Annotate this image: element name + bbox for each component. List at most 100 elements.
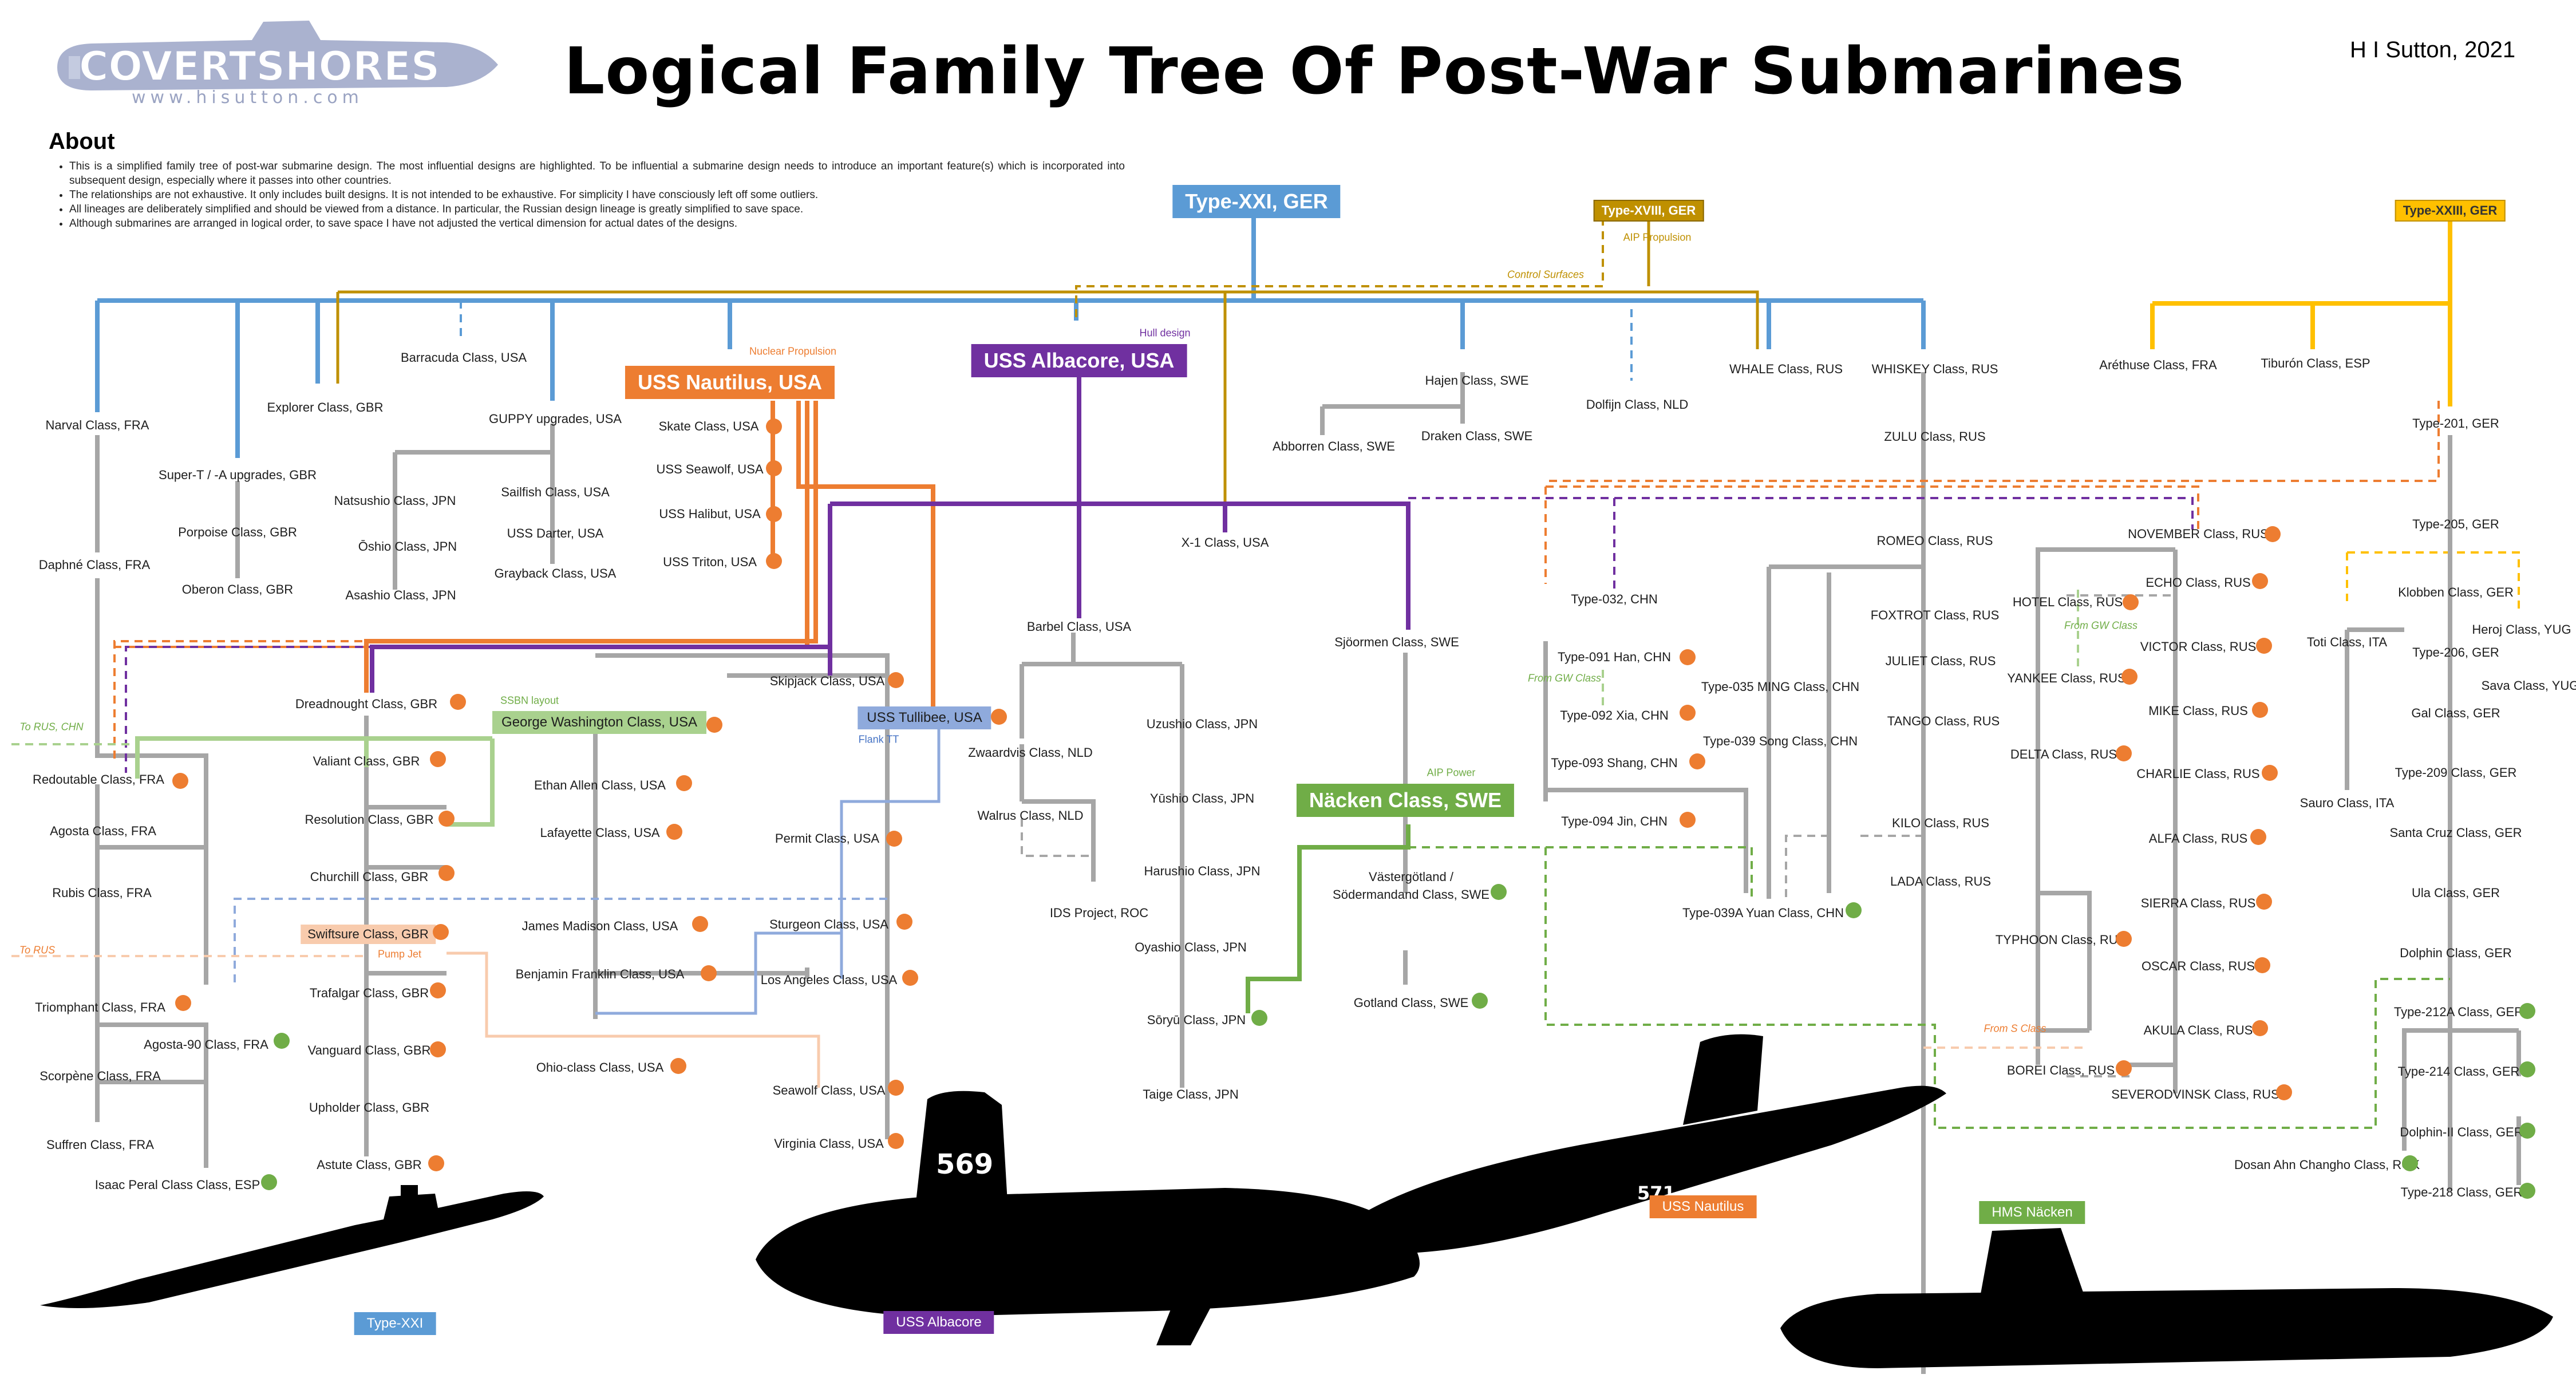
class-yankee: YANKEE Class, RUS [2007, 670, 2126, 685]
class-isaac-peral: Isaac Peral Class Class, ESP [94, 1177, 260, 1192]
note-from-s-class: From S Class [1984, 1022, 2046, 1034]
class-dosan: Dosan Ahn Changho Class, ROK [2234, 1157, 2420, 1172]
highlight-nacken: Näcken Class, SWE [1296, 784, 1515, 817]
class-dreadnought: Dreadnought Class, GBR [295, 696, 438, 711]
note-from-gw-class-2: From GW Class [2064, 619, 2138, 631]
grey-dashed-links [1021, 548, 2175, 1077]
orange-dot [2116, 1060, 2132, 1076]
orange-dot [888, 672, 904, 688]
class-ethan-allen: Ethan Allen Class, USA [534, 777, 666, 792]
highlight-type18: Type-XVIII, GER [1593, 200, 1704, 222]
class-natsushio: Natsushio Class, JPN [334, 493, 456, 508]
about-item: The relationships are not exhaustive. It… [69, 188, 1125, 202]
class-harushio: Harushio Class, JPN [1144, 863, 1261, 878]
orange-dot [2254, 957, 2270, 973]
orange-dot [433, 924, 449, 940]
class-arethuse: Aréthuse Class, FRA [2099, 357, 2217, 372]
orange-dot [2256, 638, 2272, 654]
orange-dot [676, 775, 692, 791]
note-hull-design: Hull design [1139, 327, 1191, 339]
class-vanguard: Vanguard Class, GBR [307, 1042, 431, 1057]
green-dot [1491, 884, 1507, 900]
highlight-gw: George Washington Class, USA [492, 711, 706, 734]
class-triomphant: Triomphant Class, FRA [35, 1000, 165, 1014]
nacken-lineage [1246, 824, 1411, 1013]
note-to-rus: To RUS [19, 944, 56, 956]
class-zulu: ZULU Class, RUS [1884, 429, 1986, 444]
note-flank-tt: Flank TT [858, 733, 899, 745]
class-gal: Gal Class, GER [2411, 705, 2500, 720]
type23-dashed [2346, 551, 2520, 613]
class-juliet: JULIET Class, RUS [1885, 653, 1996, 668]
orange-dot [2256, 894, 2272, 910]
about-heading: About [49, 129, 115, 154]
swiftsure-lineage [447, 951, 820, 1088]
class-grayback: Grayback Class, USA [494, 566, 617, 581]
class-uss-seawolf-old: USS Seawolf, USA [656, 461, 764, 476]
class-asashio: Asashio Class, JPN [345, 587, 456, 602]
class-type092: Type-092 Xia, CHN [1560, 708, 1669, 722]
class-porpoise: Porpoise Class, GBR [178, 524, 297, 539]
green-dot [2402, 1155, 2418, 1171]
class-rubis: Rubis Class, FRA [52, 885, 152, 900]
orange-dot [430, 751, 446, 767]
class-whiskey: WHISKEY Class, RUS [1871, 361, 1998, 376]
caption-albacore: USS Albacore [883, 1311, 994, 1334]
class-scorpene: Scorpène Class, FRA [39, 1068, 161, 1083]
class-type039a: Type-039A Yuan Class, CHN [1682, 905, 1844, 920]
green-dot [274, 1033, 290, 1049]
orange-dot [2123, 594, 2139, 610]
orange-dot [1689, 753, 1705, 769]
class-type209: Type-209 Class, GER [2395, 765, 2517, 780]
class-hajen: Hajen Class, SWE [1425, 373, 1529, 388]
class-uzushio: Uzushio Class, JPN [1146, 716, 1258, 731]
highlight-type21: Type-XXI, GER [1172, 185, 1341, 218]
tullibee-dashed [234, 898, 887, 985]
orange-dot [1680, 649, 1696, 665]
class-oscar: OSCAR Class, RUS [2141, 958, 2255, 973]
logo-submarine-silhouette [57, 21, 498, 90]
green-dot [2519, 1061, 2535, 1077]
orange-dot [438, 811, 455, 827]
class-vastergotland-line1: Västergötland / [1369, 869, 1453, 884]
class-james-madison: James Madison Class, USA [521, 918, 678, 933]
class-trafalgar: Trafalgar Class, GBR [309, 985, 429, 1000]
highlight-albacore: USS Albacore, USA [971, 344, 1187, 377]
class-los-angeles: Los Angeles Class, USA [760, 972, 898, 987]
class-akula: AKULA Class, RUS [2143, 1022, 2253, 1037]
class-resolution: Resolution Class, GBR [305, 812, 434, 827]
class-november: NOVEMBER Class, RUS [2128, 526, 2269, 541]
class-sava: Sava Class, YUG [2481, 678, 2576, 693]
orange-dot [670, 1058, 686, 1074]
orange-dot [175, 995, 191, 1011]
class-astute: Astute Class, GBR [317, 1157, 422, 1172]
class-klobben: Klobben Class, GER [2398, 585, 2514, 599]
type21-silhouette [40, 1185, 544, 1308]
class-sjoormen: Sjöormen Class, SWE [1334, 634, 1459, 649]
green-dot [1251, 1010, 1267, 1026]
class-vastergotland-line2: Södermandand Class, SWE [1333, 887, 1490, 902]
class-barracuda: Barracuda Class, USA [400, 350, 527, 365]
about-section: About This is a simplified family tree o… [49, 129, 1125, 231]
caption-nautilus: USS Nautilus [1649, 1195, 1757, 1218]
class-type214: Type-214 Class, GER [2397, 1064, 2520, 1079]
class-ids-project: IDS Project, ROC [1049, 905, 1149, 920]
class-type212a: Type-212A Class, GER [2393, 1004, 2524, 1019]
orange-dot [666, 824, 682, 840]
orange-dot [450, 694, 466, 710]
class-victor: VICTOR Class, RUS [2140, 639, 2257, 654]
class-sailfish: Sailfish Class, USA [501, 484, 610, 499]
class-redoutable: Redoutable Class, FRA [33, 772, 164, 787]
class-typhoon: TYPHOON Class, RUS [1995, 932, 2127, 947]
class-walrus: Walrus Class, NLD [977, 808, 1084, 823]
class-gotland: Gotland Class, SWE [1353, 995, 1469, 1010]
about-item: All lineages are deliberately simplified… [69, 202, 1125, 216]
class-type039: Type-039 Song Class, CHN [1702, 733, 1858, 748]
class-type201: Type-201, GER [2412, 416, 2499, 431]
highlight-tullibee: USS Tullibee, USA [858, 706, 991, 729]
green-dot [2519, 1123, 2535, 1139]
class-super-t: Super-T / -A upgrades, GBR [159, 467, 317, 482]
type21-lineage [95, 218, 1926, 458]
type21-dashed-links [460, 301, 1633, 381]
